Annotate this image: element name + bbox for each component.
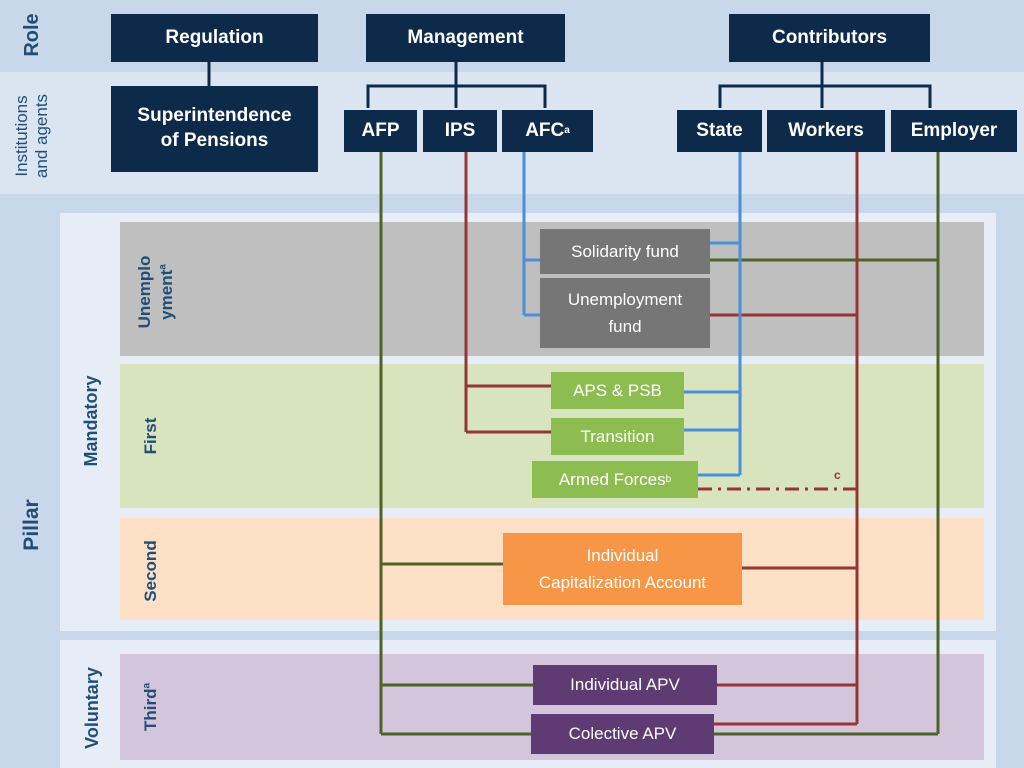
solidarity-fund-box: Solidarity fund [540, 229, 710, 274]
ica-line1: Individual [586, 545, 659, 565]
transition-box: Transition [551, 418, 684, 455]
ips-box: IPS [423, 110, 497, 152]
unemployment-fund-line2: fund [608, 317, 642, 336]
afp-box: AFP [344, 110, 417, 152]
aps-psb-box: APS & PSB [551, 372, 684, 409]
individual-apv-box: Individual APV [533, 665, 717, 705]
ica-line2: Capitalization Account [538, 573, 707, 592]
superintendence-box: Superintendence of Pensions [111, 86, 318, 172]
ica-box: Individual Capitalization Account [503, 533, 742, 605]
workers-box: Workers [767, 110, 885, 152]
afc-label: AFC [525, 119, 565, 141]
unemployment-fund-box: Unemployment fund [540, 278, 710, 348]
dashed-line-note: c [834, 468, 841, 482]
colective-apv-box: Colective APV [531, 714, 714, 754]
superintendence-line2: of Pensions [160, 130, 269, 151]
regulation-box: Regulation [111, 14, 318, 62]
superintendence-line1: Superintendence [137, 105, 292, 127]
contributors-box: Contributors [729, 14, 930, 62]
armed-forces-label: Armed Forces [558, 469, 666, 489]
management-box: Management [366, 14, 565, 62]
employer-box: Employer [891, 110, 1017, 152]
state-box: State [677, 110, 762, 152]
unemployment-fund-line1: Unemployment [567, 289, 683, 309]
